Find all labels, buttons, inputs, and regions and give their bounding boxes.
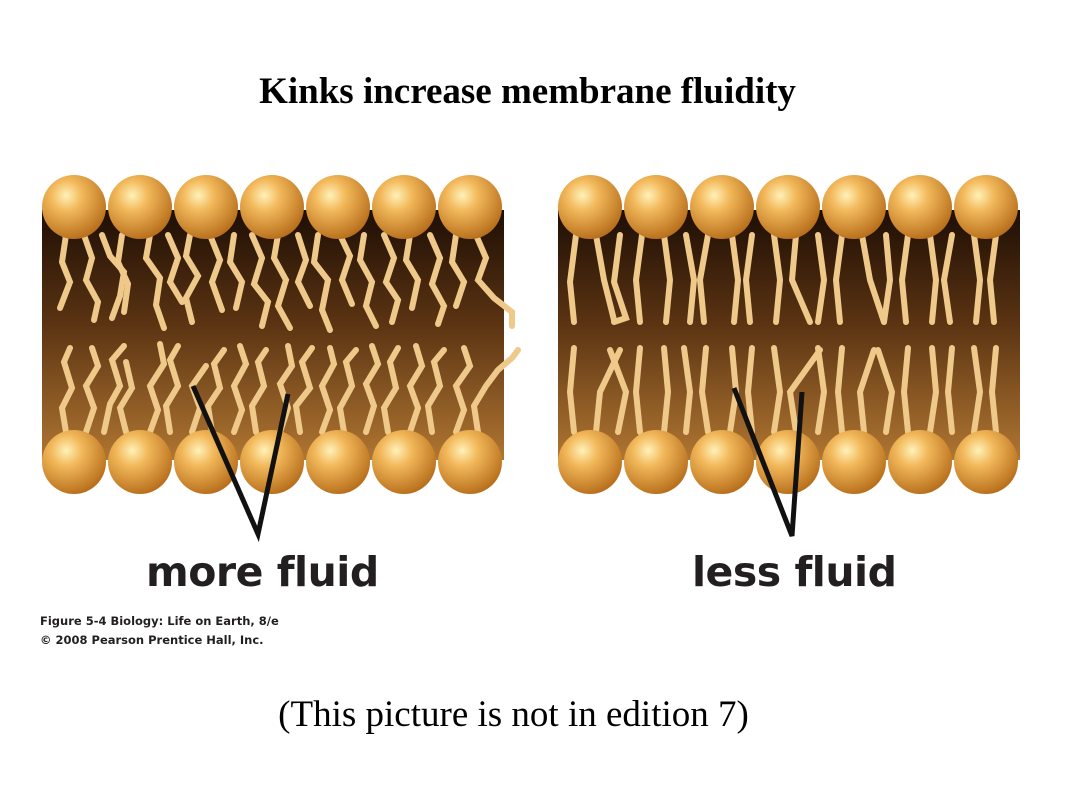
figure-credit-line-1: Figure 5-4 Biology: Life on Earth, 8/e (40, 614, 279, 628)
edition-note: (This picture is not in edition 7) (278, 694, 749, 735)
tails-lower-left (58, 341, 521, 435)
pointer-more-fluid (190, 384, 291, 543)
pointer-less-fluid (731, 387, 805, 537)
figure-credit-line-2: © 2008 Pearson Prentice Hall, Inc. (40, 633, 264, 647)
more-fluid-label: more fluid (146, 548, 379, 596)
heads-lower-right (558, 430, 1018, 494)
less-fluid-label: less fluid (692, 548, 897, 596)
more-fluid-bilayer (42, 175, 521, 543)
tails-lower-right (566, 345, 999, 435)
tails-upper-left (57, 232, 515, 333)
heads-lower-left (42, 430, 502, 494)
less-fluid-bilayer (558, 175, 1020, 537)
page-title: Kinks increase membrane fluidity (259, 71, 796, 112)
membrane-core-right (558, 210, 1020, 460)
heads-upper-left (42, 175, 502, 239)
tails-upper-right (566, 232, 999, 325)
heads-upper-right (558, 175, 1018, 239)
